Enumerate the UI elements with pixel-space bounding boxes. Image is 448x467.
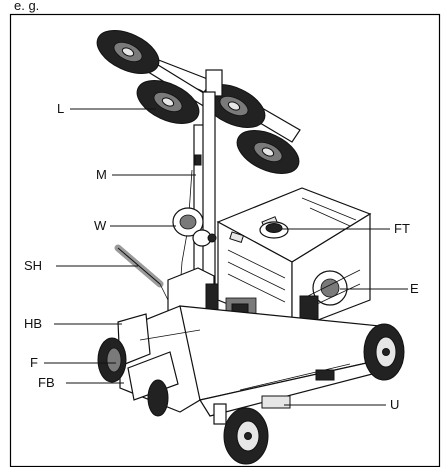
header-text: e. g. bbox=[14, 0, 39, 13]
callout-L: L bbox=[57, 101, 156, 116]
winch bbox=[172, 207, 217, 247]
front-left-wheel bbox=[97, 337, 127, 383]
rear-right-wheel bbox=[363, 323, 405, 381]
callout-label-M: M bbox=[96, 167, 107, 182]
callout-label-E: E bbox=[410, 281, 419, 296]
front-right-wheel bbox=[147, 379, 169, 417]
callout-label-HB: HB bbox=[24, 316, 42, 331]
callout-E: E bbox=[340, 281, 419, 296]
callout-label-F: F bbox=[30, 355, 38, 370]
callout-FB: FB bbox=[38, 375, 124, 390]
callout-FT: FT bbox=[282, 221, 410, 236]
callout-label-SH: SH bbox=[24, 258, 42, 273]
callout-U: U bbox=[284, 397, 399, 412]
callout-label-L: L bbox=[57, 101, 64, 116]
callout-HB: HB bbox=[24, 316, 122, 331]
floodlight-2 bbox=[136, 80, 200, 124]
engine bbox=[299, 269, 361, 321]
callout-W: W bbox=[94, 218, 176, 233]
floodlight-1 bbox=[96, 30, 160, 74]
light-tower-illustration bbox=[96, 30, 405, 465]
steering-handle bbox=[114, 244, 169, 301]
callout-F: F bbox=[30, 355, 116, 370]
callout-label-FT: FT bbox=[394, 221, 410, 236]
callout-M: M bbox=[96, 167, 196, 182]
rear-left-wheel bbox=[223, 407, 269, 465]
callout-SH: SH bbox=[24, 258, 138, 273]
callout-label-U: U bbox=[390, 397, 399, 412]
underside-tiedown bbox=[213, 395, 291, 425]
callout-label-FB: FB bbox=[38, 375, 55, 390]
floodlight-4 bbox=[236, 130, 300, 174]
lamp-assembly bbox=[96, 30, 301, 174]
callout-label-W: W bbox=[94, 218, 107, 233]
